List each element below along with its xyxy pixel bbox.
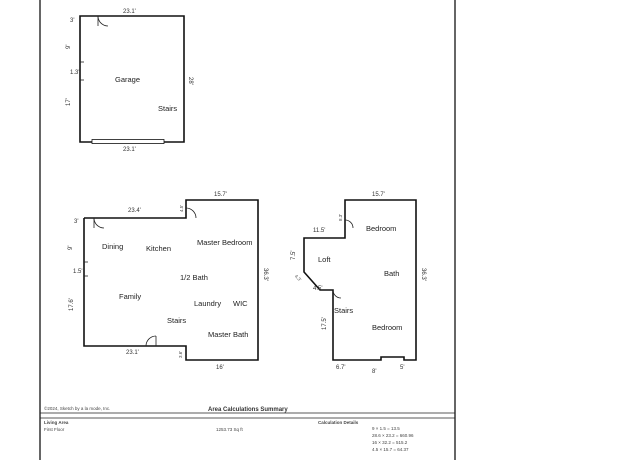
bottom-door-swing xyxy=(145,335,157,347)
ff-left-dim-top: 3' xyxy=(74,219,78,225)
summary-title: Area Calculations Summary xyxy=(208,407,288,413)
ff-bottom-notch-dim: 3.6' xyxy=(178,351,183,358)
room-bath: Bath xyxy=(384,269,399,278)
calc-line: 16 × 32.2 = 515.2 xyxy=(372,440,408,445)
sf-dim-4-5: 4.5' xyxy=(313,286,323,292)
garage-left-dim-upper: 9' xyxy=(66,45,72,49)
garage-bottom-dim: 23.1' xyxy=(123,147,136,153)
room-family: Family xyxy=(119,292,141,301)
garage-top-dim: 23.1' xyxy=(123,9,136,15)
sf-dim-4-3: 4.3' xyxy=(294,274,303,283)
room-bedroom-top: Bedroom xyxy=(366,224,396,233)
ff-left-dim-upper: 9' xyxy=(68,246,74,250)
room-sf-stairs: Stairs xyxy=(334,306,353,315)
sf-right-dim: 36.3' xyxy=(420,268,426,281)
sf-dim-17-5: 17.5' xyxy=(322,317,328,330)
first-floor-outline xyxy=(83,199,259,361)
room-bedroom-bottom: Bedroom xyxy=(372,323,402,332)
notch-door-swing xyxy=(185,207,197,219)
first-floor-plan: 23.4' 15.7' 4.5' 3' 9' 1.5' 17.6' 23.1' … xyxy=(68,192,268,371)
calc-line: 9 × 1.5 = 13.5 xyxy=(372,426,400,431)
sf-dim-7-5: 7.5' xyxy=(291,251,297,261)
ff-right-dim: 36.3' xyxy=(262,268,268,281)
room-laundry: Laundry xyxy=(194,299,221,308)
first-floor-door-swing xyxy=(93,217,105,229)
calc-line: 4.5 × 15.7 = 64.37 xyxy=(372,447,409,452)
garage-room-label: Garage xyxy=(115,75,140,84)
garage-door xyxy=(91,139,165,144)
garage-plan: 23.1' 23.1' 3' 9' 1.3' 17' 28' Garage St… xyxy=(66,9,193,153)
summary-living-label: Living Area xyxy=(44,420,69,425)
ff-bottom-left-dim: 23.1' xyxy=(126,350,139,356)
room-master-bath: Master Bath xyxy=(208,330,248,339)
second-floor-plan: 15.7' 11.5' 8.3' 7.5' 4.3' 4.5' 17.5' 36… xyxy=(291,192,426,375)
room-master-bedroom: Master Bedroom xyxy=(197,238,252,247)
garage-left-dim-top: 3' xyxy=(70,18,74,24)
sf-door-swing-mid xyxy=(332,289,342,299)
ff-left-dim-lower: 17.6' xyxy=(69,298,75,311)
calc-line: 28.6 × 23.2 = 660.96 xyxy=(372,433,414,438)
ff-bottom-right-dim: 16' xyxy=(216,365,224,371)
room-stairs: Stairs xyxy=(167,316,186,325)
sf-dim-11-5: 11.5' xyxy=(313,228,325,234)
area-summary: ©2024, Sketch by a la mode, Inc. Area Ca… xyxy=(40,405,455,452)
room-wic: WIC xyxy=(233,299,248,308)
room-dining: Dining xyxy=(102,242,123,251)
sf-dim-8-3: 8.3' xyxy=(338,214,343,221)
ff-top-right-dim: 15.7' xyxy=(214,192,227,198)
summary-calc-header: Calculation Details xyxy=(318,420,359,425)
summary-floor-label: First Floor xyxy=(44,427,65,432)
summary-total: 1253.73 Sq ft xyxy=(216,427,244,432)
ff-top-left-dim: 23.4' xyxy=(128,208,141,214)
garage-left-dim-small: 1.3' xyxy=(70,70,80,76)
garage-stairs-label: Stairs xyxy=(158,104,177,113)
sf-door-swing-top xyxy=(344,219,354,229)
garage-right-dim: 28' xyxy=(187,77,193,85)
sf-bottom-dim-a: 6.7' xyxy=(336,365,346,371)
room-kitchen: Kitchen xyxy=(146,244,171,253)
room-loft: Loft xyxy=(318,255,331,264)
sketch-credit: ©2024, Sketch by a la mode, Inc. xyxy=(44,405,110,411)
garage-left-dim-lower: 17' xyxy=(66,98,72,106)
garage-door-swing xyxy=(97,15,109,27)
second-floor-outline xyxy=(303,199,417,361)
room-half-bath: 1/2 Bath xyxy=(180,273,208,282)
ff-left-dim-mid: 1.5' xyxy=(73,269,83,275)
sf-bottom-dim-b: 8' xyxy=(372,369,376,375)
ff-notch-dim: 4.5' xyxy=(179,205,184,212)
sf-top-dim: 15.7' xyxy=(372,192,385,198)
sf-bottom-dim-c: 5' xyxy=(400,365,404,371)
